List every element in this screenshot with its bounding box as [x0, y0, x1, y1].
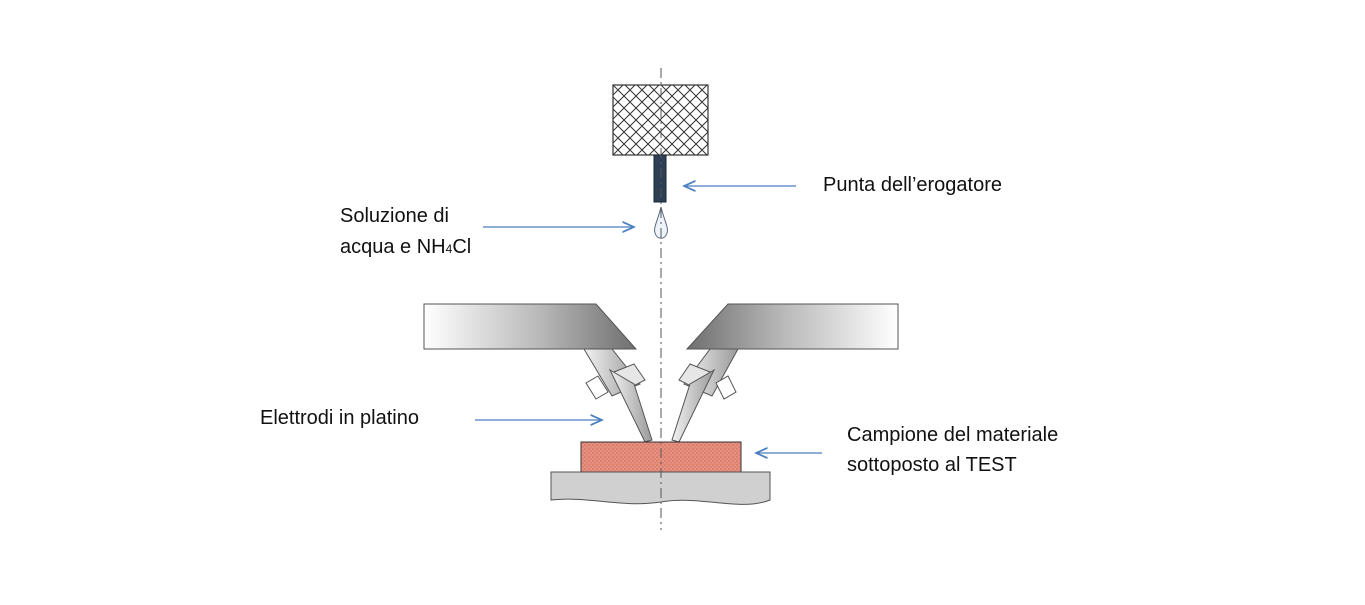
label-solution-line2-post: Cl — [452, 236, 472, 258]
label-electrodes: Elettrodi in platino — [260, 407, 419, 429]
label-solution-line2-pre: acqua e NH — [340, 236, 446, 258]
left-holder — [423, 303, 638, 350]
label-sample-line1: Campione del materiale — [847, 424, 1059, 446]
left-electrode — [583, 348, 653, 444]
right-electrode — [671, 348, 739, 443]
label-sample-line2: sottoposto al TEST — [847, 454, 1017, 476]
label-solution-line1: Soluzione di — [340, 205, 449, 227]
label-solution-subscript: 4 — [445, 242, 453, 256]
label-solution-line2: acqua e NH4Cl — [340, 232, 471, 264]
dispenser-tip — [653, 154, 667, 203]
right-holder — [685, 303, 899, 350]
label-dispenser-tip: Punta dell’erogatore — [823, 174, 1003, 196]
